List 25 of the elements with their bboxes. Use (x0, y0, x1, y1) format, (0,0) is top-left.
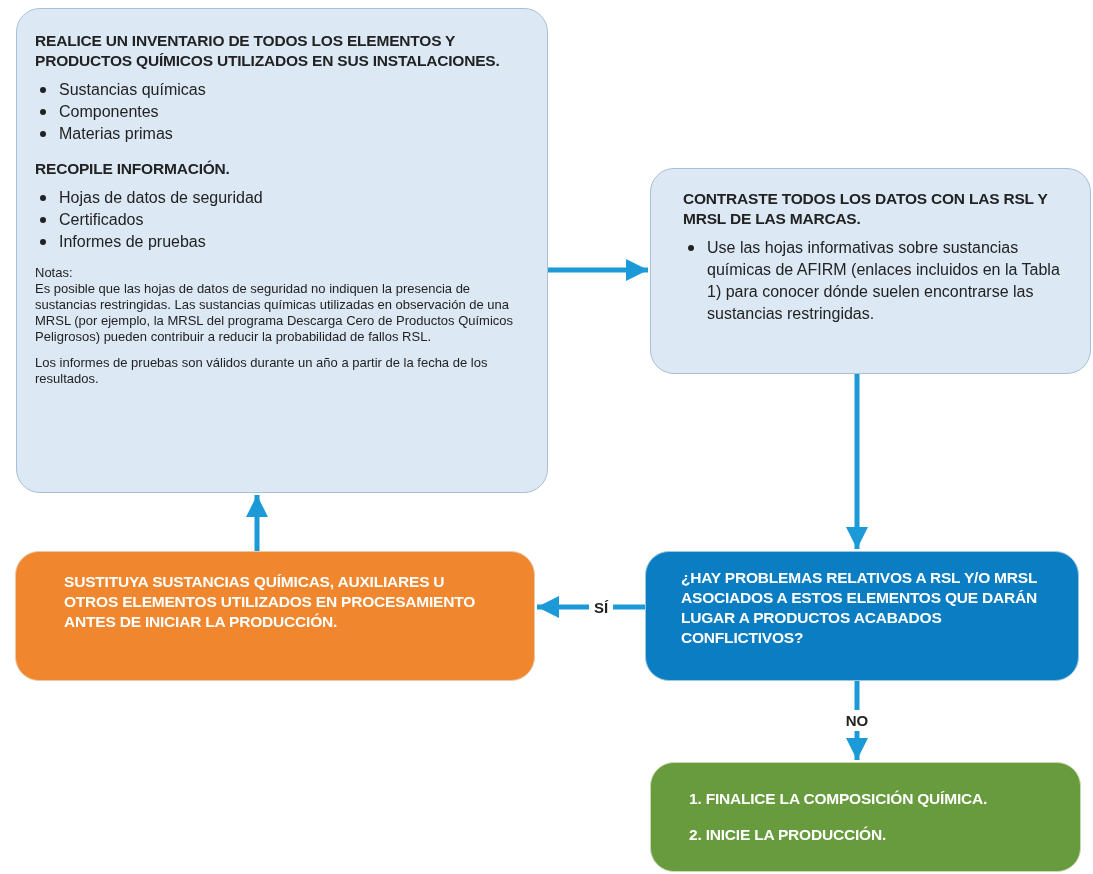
decision-box (645, 551, 1079, 681)
heading-text: 1. FINALICE LA COMPOSICIÓN QUÍMICA. (689, 789, 989, 809)
note-text: Es posible que las hojas de datos de seguridad no indiquen la presencia de sustancias restringidas. Las sustancias químicas utilizadas en observación de una MRSL (por ejemplo, la MRSL del programa Descarga Cero de Productos Químicos Peligrosos) pueden contribuir a reducir la probabilidad de fallos RSL. (35, 281, 515, 345)
bullet-item: Hojas de datos de seguridad (59, 188, 264, 208)
heading-text: REALICE UN INVENTARIO DE TODOS LOS ELEMENTOS Y PRODUCTOS QUÍMICOS UTILIZADOS EN SUS INSTALACIONES. (35, 31, 501, 71)
bullet-item: Use las hojas informativas sobre sustancias químicas de AFIRM (enlaces incluidos en la Tabla 1) para conocer dónde suelen encontrarse las sustancias restringidas. (707, 238, 1061, 324)
bullet-item: Informes de pruebas (59, 232, 207, 252)
heading-text: CONTRASTE TODOS LOS DATOS CON LAS RSL Y MRSL DE LAS MARCAS. (683, 189, 1049, 229)
heading-text: RECOPILE INFORMACIÓN. (35, 159, 231, 179)
arrow (246, 495, 268, 551)
arrow (548, 259, 648, 281)
process-box (15, 551, 535, 681)
heading-text: 2. INICIE LA PRODUCCIÓN. (689, 825, 887, 845)
bullet-item: Componentes (59, 102, 160, 122)
bullet-item: Sustancias químicas (59, 80, 207, 100)
note-text: Los informes de pruebas son válidos durante un año a partir de la fecha de los resultados. (35, 355, 489, 387)
process-box (650, 168, 1091, 374)
arrow (846, 374, 868, 549)
process-box (16, 8, 548, 493)
heading-text: SUSTITUYA SUSTANCIAS QUÍMICAS, AUXILIARES U OTROS ELEMENTOS UTILIZADOS EN PROCESAMIENTO ANTES DE INICIAR LA PRODUCCIÓN. (64, 572, 477, 632)
heading-text: ¿HAY PROBLEMAS RELATIVOS A RSL Y/O MRSL ASOCIADOS A ESTOS ELEMENTOS QUE DARÁN LUGAR A PRODUCTOS ACABADOS CONFLICTIVOS? (681, 568, 1038, 648)
note-text: Notas: (35, 265, 74, 281)
bullet-item: Materias primas (59, 124, 174, 144)
process-box (650, 762, 1081, 872)
bullet-item: Certificados (59, 210, 145, 230)
